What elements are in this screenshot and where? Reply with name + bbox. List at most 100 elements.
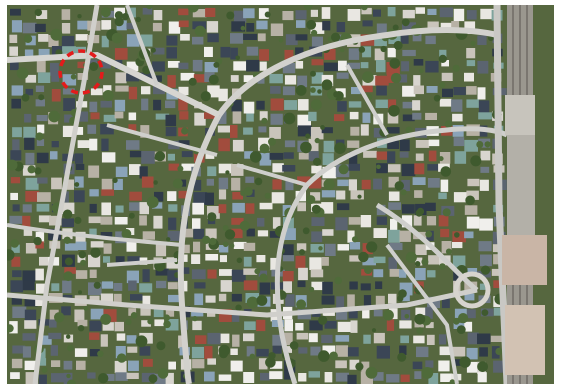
house-roof xyxy=(412,100,421,111)
house-roof xyxy=(246,23,255,32)
tree xyxy=(388,105,400,117)
tree xyxy=(362,71,374,83)
house-roof xyxy=(438,192,447,200)
road-arc-north xyxy=(216,27,498,117)
house-roof xyxy=(310,244,324,253)
house-roof xyxy=(347,140,360,148)
tree xyxy=(442,208,451,217)
tree xyxy=(390,72,402,84)
tree xyxy=(93,281,101,289)
house-roof xyxy=(37,358,47,366)
house-roof xyxy=(90,308,104,320)
house-roof xyxy=(12,345,26,354)
house-roof xyxy=(360,124,369,136)
house-roof xyxy=(427,178,440,188)
house-roof xyxy=(38,215,51,223)
tree xyxy=(465,195,475,206)
house-roof xyxy=(453,192,468,203)
house-roof xyxy=(376,163,388,174)
house-roof xyxy=(425,307,433,319)
house-roof xyxy=(168,361,176,370)
house-roof xyxy=(191,346,204,359)
tree xyxy=(235,55,240,61)
house-roof xyxy=(88,254,101,268)
house-roof xyxy=(49,309,59,322)
house-roof xyxy=(387,140,400,149)
house-roof xyxy=(218,177,229,190)
tree xyxy=(157,368,169,379)
house-roof xyxy=(324,243,336,256)
tree xyxy=(125,318,132,326)
house-roof xyxy=(142,269,150,283)
house-roof xyxy=(51,360,61,367)
house-roof xyxy=(101,61,111,69)
tree xyxy=(317,89,322,94)
house-roof xyxy=(10,150,22,161)
tree xyxy=(239,220,250,231)
house-roof xyxy=(451,21,460,30)
house-roof xyxy=(192,202,204,215)
house-roof xyxy=(427,21,439,28)
house-roof xyxy=(347,230,355,243)
house-roof xyxy=(399,320,412,329)
tree xyxy=(268,352,276,360)
house-roof xyxy=(334,114,345,122)
house-roof xyxy=(231,100,242,112)
house-roof xyxy=(308,177,322,189)
house-roof xyxy=(141,98,149,111)
house-roof xyxy=(283,332,293,346)
house-roof xyxy=(259,111,268,121)
tree xyxy=(355,362,364,371)
house-roof xyxy=(63,98,76,111)
house-roof xyxy=(348,101,362,108)
house-roof xyxy=(139,346,151,356)
house-roof xyxy=(233,241,247,249)
house-roof xyxy=(282,11,294,21)
house-roof xyxy=(363,334,371,344)
house-roof xyxy=(101,189,114,196)
house-roof xyxy=(103,85,112,93)
house-roof xyxy=(100,216,113,225)
house-roof xyxy=(139,215,147,226)
house-roof xyxy=(25,177,39,190)
house-roof xyxy=(285,178,294,191)
house-roof xyxy=(205,228,217,239)
house-roof xyxy=(284,100,298,110)
house-roof xyxy=(402,85,416,97)
house-roof xyxy=(37,72,51,83)
house-roof xyxy=(64,243,79,251)
tree xyxy=(400,189,407,196)
tree xyxy=(154,151,166,162)
house-roof xyxy=(89,189,99,197)
tree xyxy=(306,195,316,205)
tree xyxy=(202,235,211,244)
house-roof xyxy=(283,281,292,293)
house-roof xyxy=(427,8,437,15)
house-roof xyxy=(361,7,372,15)
house-roof xyxy=(438,215,449,227)
house-roof xyxy=(415,153,424,161)
house-roof xyxy=(127,256,141,265)
house-roof xyxy=(479,347,488,357)
house-roof xyxy=(310,346,321,356)
house-roof xyxy=(322,166,337,179)
house-roof xyxy=(297,125,312,137)
house-roof xyxy=(414,371,422,379)
house-roof xyxy=(141,86,151,95)
house-roof xyxy=(181,306,191,318)
tree xyxy=(321,79,333,91)
house-roof xyxy=(48,35,59,48)
tree xyxy=(225,170,230,175)
house-roof xyxy=(205,152,215,159)
house-roof xyxy=(194,112,206,126)
house-roof xyxy=(139,283,153,293)
station-platform xyxy=(505,95,535,135)
house-roof xyxy=(62,88,75,95)
house-roof xyxy=(347,374,357,384)
house-roof xyxy=(101,138,109,152)
tree xyxy=(366,241,378,253)
house-roof xyxy=(232,202,245,213)
house-roof xyxy=(310,86,323,96)
house-roof xyxy=(232,310,240,322)
house-roof xyxy=(466,10,477,20)
